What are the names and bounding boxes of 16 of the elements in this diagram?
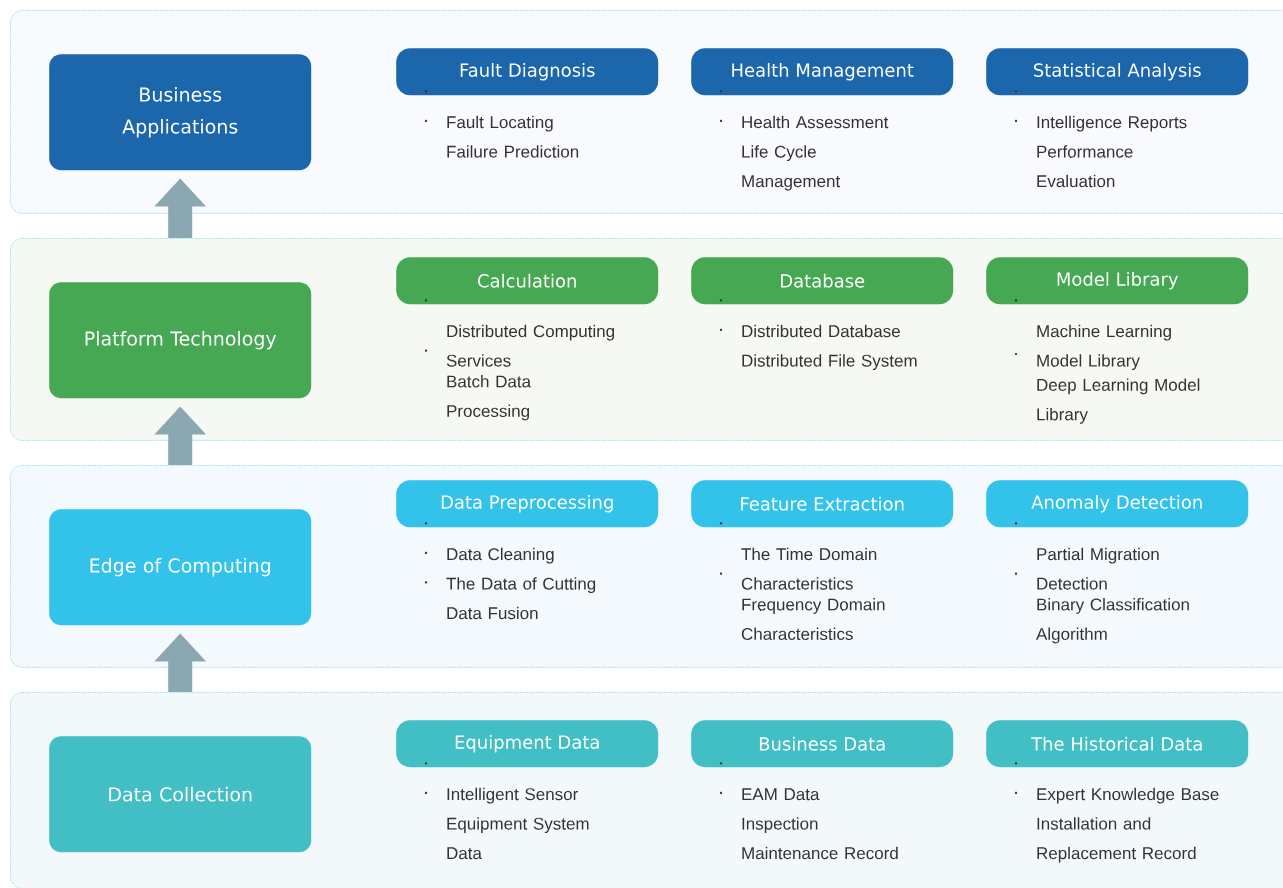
layer-box: Business Applications bbox=[49, 54, 312, 171]
layer-box: Data Collection bbox=[49, 736, 312, 853]
category-pill: Data Preprocessing bbox=[396, 480, 659, 528]
category-pill: Feature Extraction bbox=[691, 480, 954, 528]
layer-box: Edge of Computing bbox=[49, 509, 312, 626]
category-pill: Anomaly Detection bbox=[986, 480, 1249, 528]
category-pill: Model Library bbox=[986, 257, 1249, 305]
category-pill: Equipment Data bbox=[396, 720, 659, 768]
category-pill: Business Data bbox=[691, 720, 954, 768]
category-pill: Database bbox=[691, 257, 954, 305]
category-pill: The Historical Data bbox=[986, 720, 1249, 768]
layer-box: Platform Technology bbox=[49, 282, 312, 399]
category-pill: Fault Diagnosis bbox=[396, 48, 659, 96]
category-pill: Calculation bbox=[396, 257, 659, 305]
category-pill: Statistical Analysis bbox=[986, 48, 1249, 96]
category-pill: Health Management bbox=[691, 48, 954, 96]
